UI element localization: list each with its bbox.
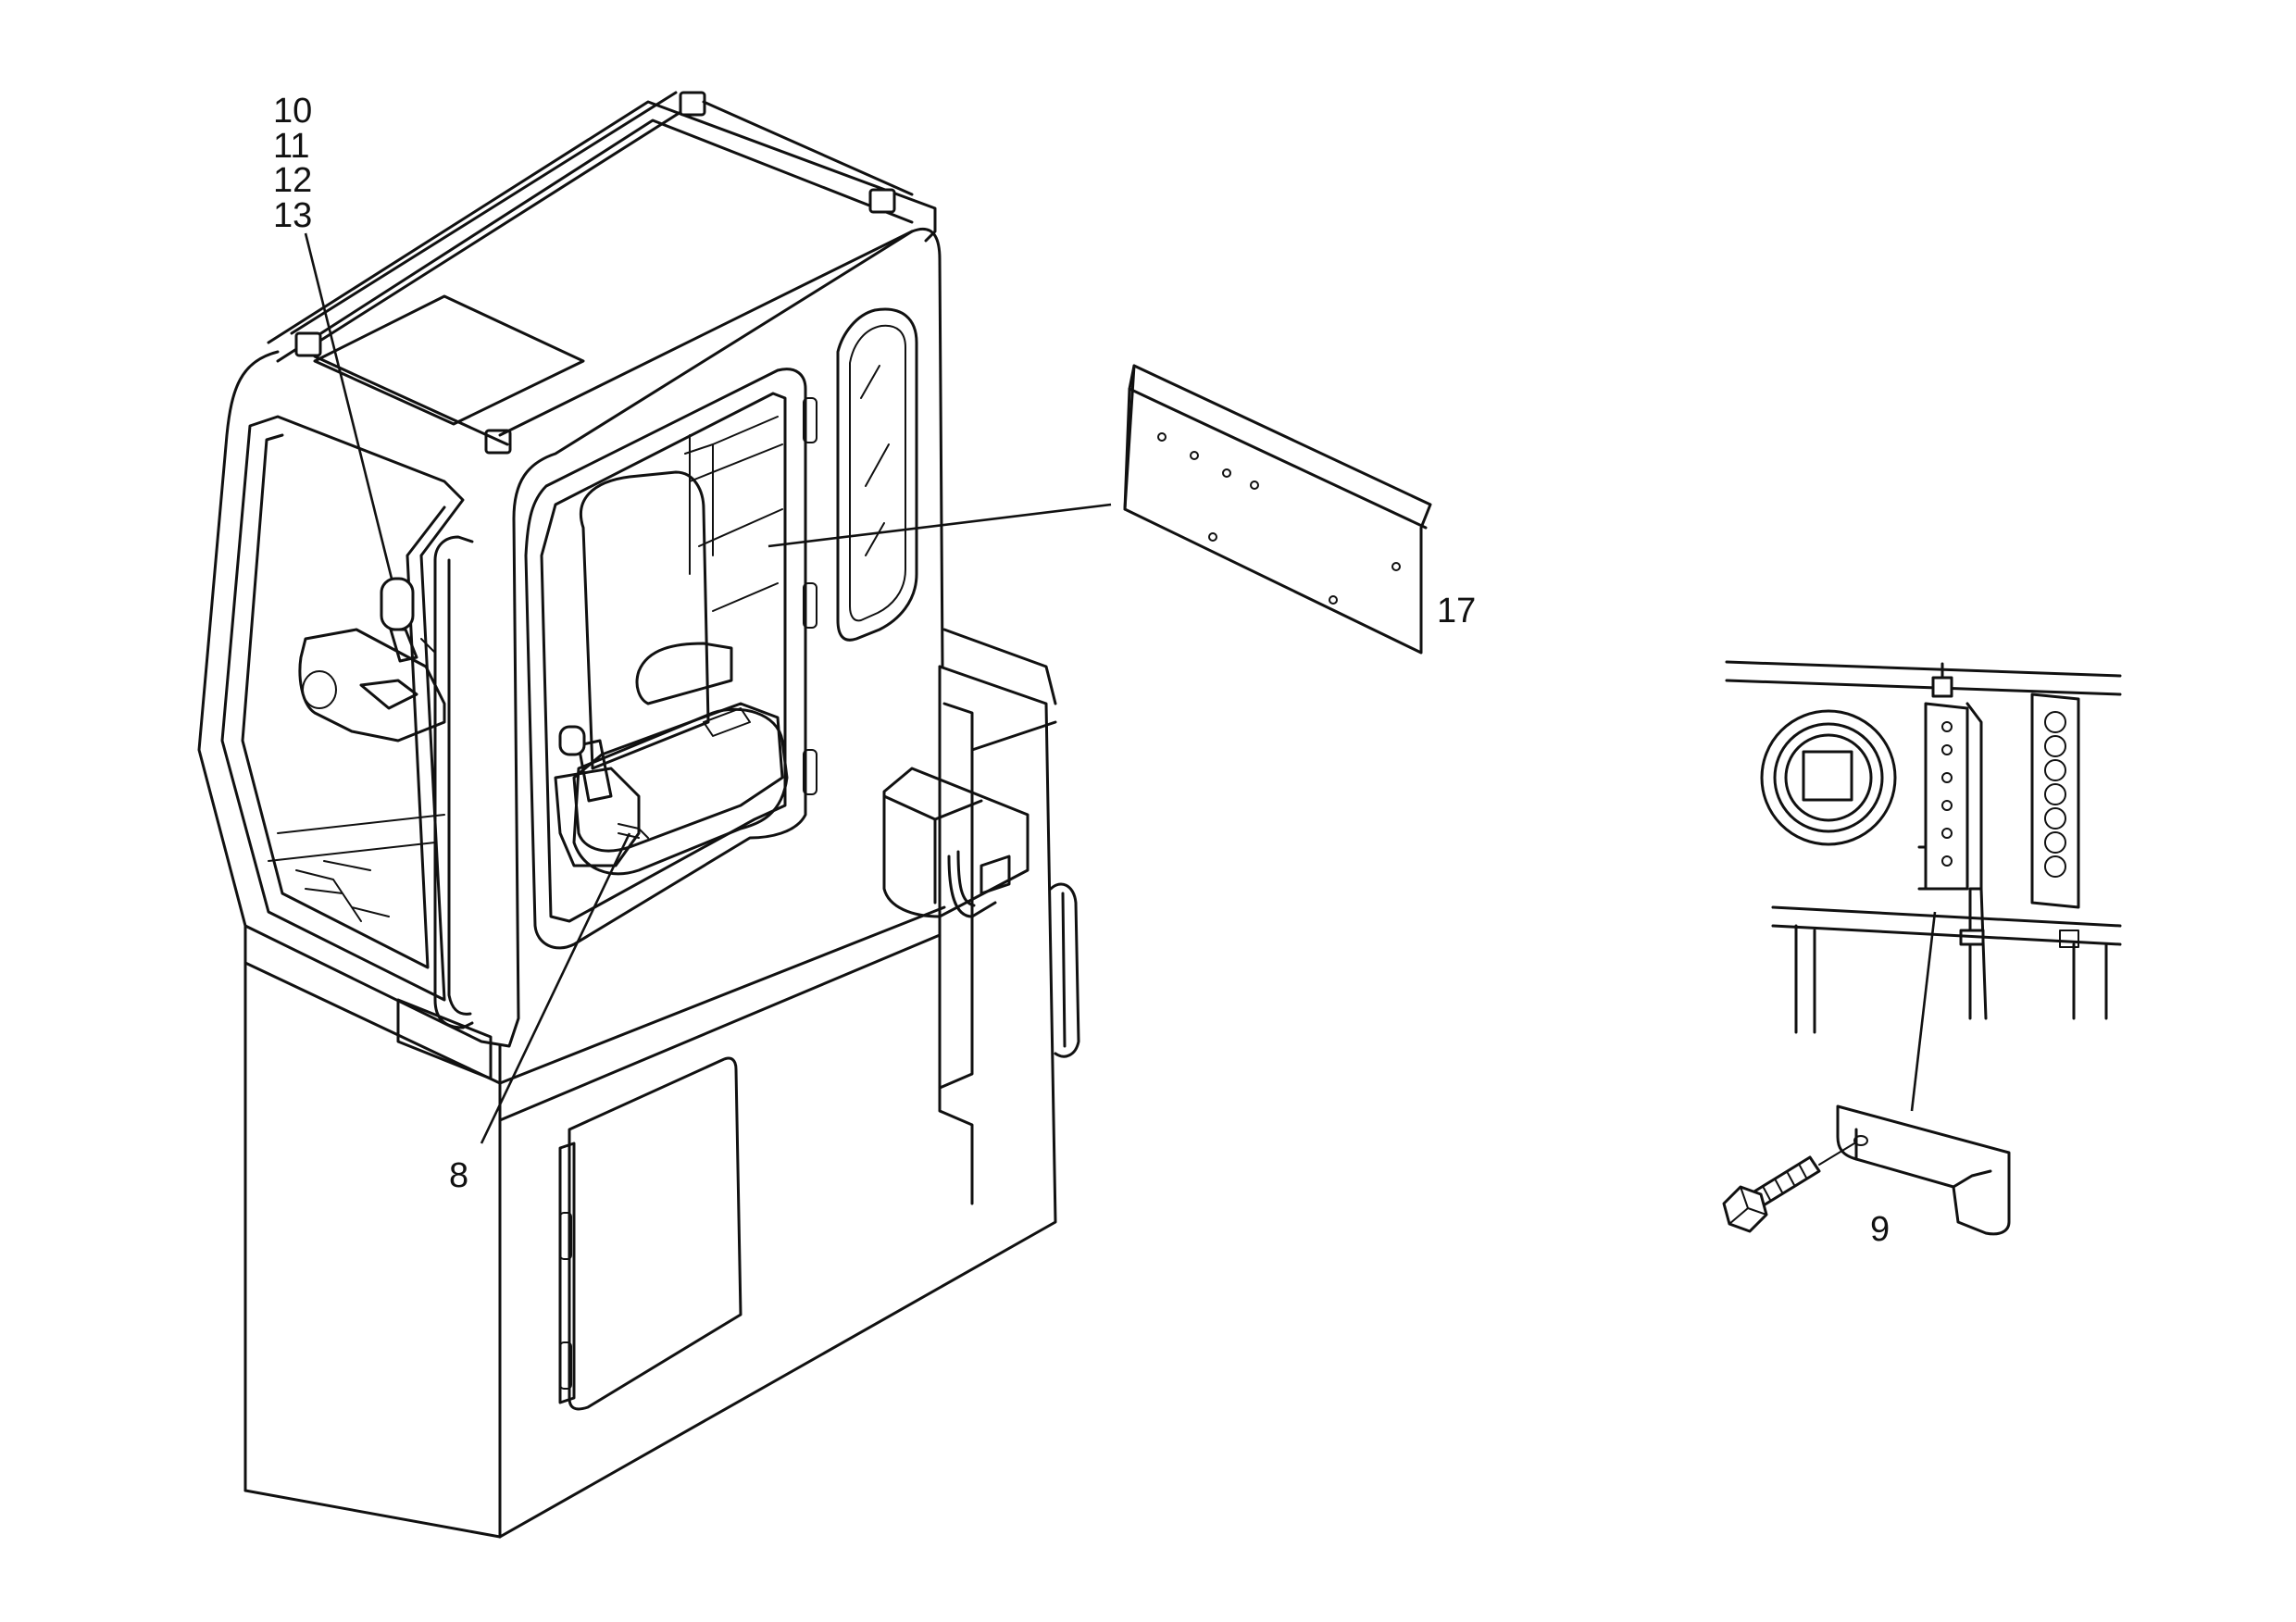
callout-13: 13 [273,196,312,235]
side-panel-17 [1123,364,1432,655]
clip [1931,676,1953,698]
leader-17 [767,503,1112,548]
callouts: 10 11 12 13 8 17 9 [273,92,1890,1249]
nameplate [396,998,493,1080]
roof-hatch [313,294,585,426]
control-console [572,702,784,853]
roof-corner-block [679,91,706,117]
bolt [1722,1142,1855,1233]
round-fitting [1760,709,1897,846]
callout-9: 9 [1870,1210,1890,1249]
door-hinge [803,397,817,443]
indicator-strip [2030,692,2080,909]
callout-12: 12 [273,161,312,200]
leader-8 [480,832,631,1144]
callout-8: 8 [449,1156,468,1195]
leader-lines [304,232,1937,1144]
leader-9 [1910,911,1937,1112]
door-hinge [803,582,817,629]
armrest [635,642,733,705]
machine-base [243,628,1080,1539]
cab-roof [267,91,937,455]
roof-corner-block [868,188,896,214]
joystick-grip [558,725,586,756]
door-hinge [803,749,817,795]
detail-inset [1722,660,2122,1236]
callout-17: 17 [1437,592,1476,630]
junction-box [882,767,1029,918]
roof-corner-block [294,331,322,357]
bracket [1836,1104,2011,1236]
leader-10-13 [304,232,393,580]
bolt-head [1722,1185,1768,1233]
callout-11: 11 [273,127,309,166]
access-door [568,1056,742,1411]
side-window [836,307,918,642]
callout-10: 10 [273,92,312,131]
left-joystick-grip [380,577,415,631]
mounting-bar [1924,702,1969,891]
joystick-base [554,767,641,867]
cab-body [197,227,944,1048]
left-console [268,535,474,1029]
operator-seat [554,470,789,876]
